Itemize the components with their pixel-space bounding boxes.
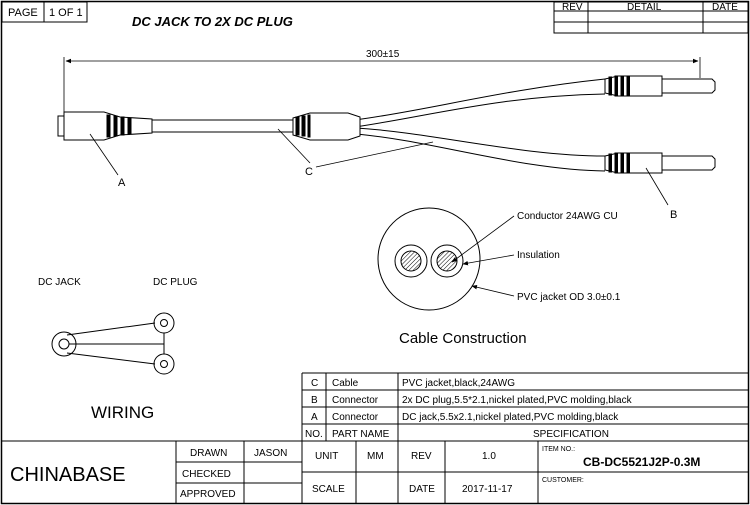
wiring-title: WIRING: [91, 403, 154, 422]
date-value: 2017-11-17: [462, 484, 513, 495]
dc-plug-upper: [604, 75, 716, 97]
item-no-label: ITEM NO.:: [542, 446, 575, 453]
dc-plug-lower: [604, 152, 716, 174]
bom-header-part-name: PART NAME: [332, 429, 390, 440]
approved-label: APPROVED: [180, 489, 236, 500]
bom-header-specification: SPECIFICATION: [533, 429, 609, 440]
unit-value: MM: [367, 451, 384, 462]
bom-row-c-part: Cable: [332, 378, 359, 389]
item-no-value: CB-DC5521J2P-0.3M: [583, 455, 700, 469]
bom-row-b-part: Connector: [332, 395, 379, 406]
revision-block: REV DETAIL DATE: [553, 1, 749, 34]
checked-label: CHECKED: [182, 469, 231, 480]
bom-row-a-part: Connector: [332, 412, 379, 423]
scale-label: SCALE: [312, 484, 345, 495]
dimension-label: 300±15: [366, 49, 400, 60]
bom-row-a-spec: DC jack,5.5x2.1,nickel plated,PVC moldin…: [402, 412, 619, 423]
drawn-label: DRAWN: [190, 448, 227, 459]
unit-label: UNIT: [315, 451, 338, 462]
splitter-molding: [292, 112, 361, 141]
bom-row-a-no: A: [311, 412, 318, 423]
rev-label: REV: [411, 451, 432, 462]
callout-b: B: [670, 209, 677, 221]
wiring-plug-label: DC PLUG: [153, 277, 198, 288]
callout-a: A: [118, 177, 126, 189]
page-label: PAGE: [8, 7, 38, 19]
rev-value: 1.0: [482, 451, 496, 462]
cross-section-leaders: [451, 215, 515, 297]
rev-header: REV: [562, 2, 583, 13]
bom-row-b-spec: 2x DC plug,5.5*2.1,nickel plated,PVC mol…: [402, 395, 633, 406]
bom-row-c-no: C: [311, 378, 318, 389]
detail-header: DETAIL: [627, 2, 662, 13]
drawing-title: DC JACK TO 2X DC PLUG: [132, 14, 293, 29]
title-block: [2, 440, 748, 503]
bom-row-b-no: B: [311, 395, 318, 406]
cable-cross-section: [377, 207, 481, 311]
jacket-label: PVC jacket OD 3.0±0.1: [517, 292, 621, 303]
bom-table: [301, 372, 748, 441]
dc-jack-connector: [57, 111, 153, 141]
drawn-value: JASON: [254, 448, 287, 459]
cable: [152, 78, 606, 172]
page-box: PAGE 1 OF 1: [1, 1, 88, 23]
date-label: DATE: [409, 484, 435, 495]
overall-length-dimension: 300±15: [63, 49, 701, 112]
wiring-schematic: [51, 312, 175, 375]
conductor-label: Conductor 24AWG CU: [517, 211, 618, 222]
date-header: DATE: [712, 2, 738, 13]
bom-row-c-spec: PVC jacket,black,24AWG: [402, 378, 515, 389]
callout-leaders: [89, 128, 669, 206]
bom-header-no: NO.: [305, 429, 323, 440]
callout-c: C: [305, 166, 313, 178]
wiring-jack-label: DC JACK: [38, 277, 81, 288]
page-value: 1 OF 1: [49, 7, 83, 19]
customer-label: CUSTOMER:: [542, 477, 584, 484]
insulation-label: Insulation: [517, 250, 560, 261]
cable-construction-title: Cable Construction: [399, 330, 527, 347]
company-name: CHINABASE: [10, 464, 126, 486]
